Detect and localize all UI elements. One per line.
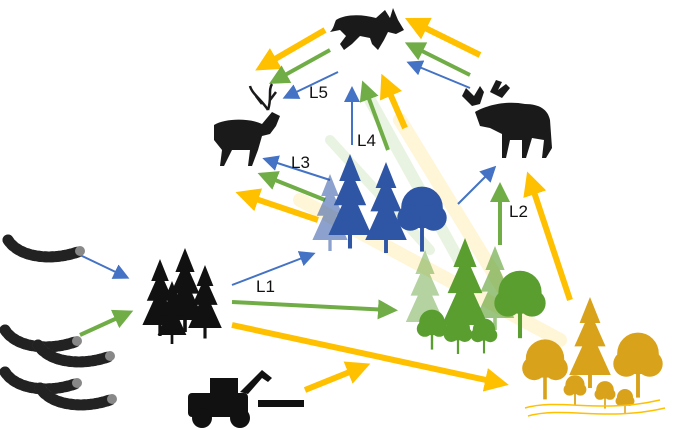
forest-harvester-icon: [188, 370, 304, 428]
arrow-l3-yellow: [235, 188, 319, 223]
arrow-l1-green: [231, 299, 398, 320]
arrow-l5-blue: [282, 71, 339, 99]
label-l4: L4: [357, 131, 376, 150]
arrow-larva-green: [79, 309, 134, 337]
wolf-icon: [330, 8, 404, 50]
ground-lines: [524, 399, 666, 417]
arrow-blue-to-moose: [457, 165, 497, 205]
moose-icon: [462, 80, 552, 158]
label-l3: L3: [291, 153, 310, 172]
arrow-larva-blue: [79, 254, 130, 279]
arrow-l3-green: [257, 171, 326, 202]
arrow-harvester: [303, 361, 371, 393]
label-l5: L5: [309, 83, 328, 102]
dark-forest: [142, 248, 222, 344]
arrow-l4-yellow: [379, 73, 408, 130]
caterpillar-icon: [8, 240, 85, 257]
label-l1: L1: [256, 277, 275, 296]
arrow-l2-yellow: [523, 171, 573, 301]
yellow-forest: [522, 297, 663, 414]
arrow-l5-green: [269, 48, 331, 84]
arrow-l4-green: [359, 80, 390, 151]
arrow-l5-yellow: [255, 27, 327, 71]
arrow-moose-wolf-green: [404, 42, 471, 77]
arrow-l1-blue: [231, 251, 316, 286]
arrow-l3-blue: [262, 155, 331, 181]
reindeer-icon: [214, 83, 280, 166]
label-l2: L2: [509, 202, 528, 221]
arrows: [79, 17, 573, 393]
arrow-moose-wolf-blue: [406, 60, 471, 89]
arrow-l1-yellow: [231, 322, 509, 392]
arrow-moose-wolf-yellow: [404, 17, 482, 58]
